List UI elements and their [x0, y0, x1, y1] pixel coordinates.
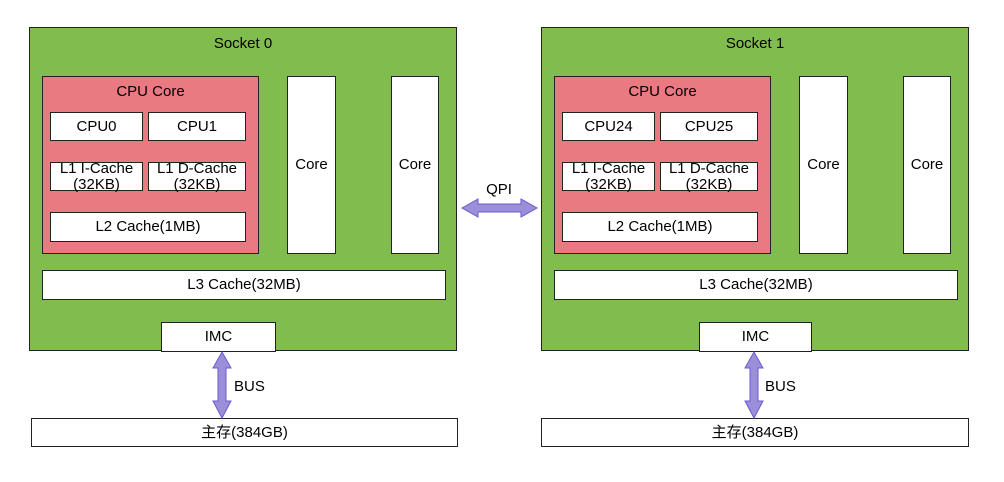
socket-0-main-memory: 主存(384GB) [31, 418, 458, 447]
socket-1-main-memory: 主存(384GB) [541, 418, 969, 447]
qpi-double-arrow-icon [460, 198, 539, 218]
socket-1-imc: IMC [699, 322, 812, 352]
socket-0-title: Socket 0 [213, 35, 273, 52]
socket-1-bus-label: BUS [765, 378, 796, 395]
socket-1-cpu-b: CPU25 [660, 112, 758, 141]
socket-0-cpu-core-title: CPU Core [116, 83, 185, 100]
socket-0-l3-cache: L3 Cache(32MB) [42, 270, 446, 300]
socket-0-l2-cache: L2 Cache(1MB) [50, 212, 246, 242]
socket-1-core-2: Core [799, 76, 848, 254]
socket-1-l2-cache: L2 Cache(1MB) [562, 212, 758, 242]
socket-1-l1-icache: L1 I-Cache (32KB) [562, 160, 655, 192]
socket-1-cpu-a: CPU24 [562, 112, 655, 141]
socket-0-l1-icache: L1 I-Cache (32KB) [50, 160, 143, 192]
socket-1-core-3: Core [903, 76, 951, 254]
socket-1-bus-arrow-icon [744, 350, 764, 420]
socket-1-l3-cache: L3 Cache(32MB) [554, 270, 958, 300]
socket-0-cpu-b: CPU1 [148, 112, 246, 141]
qpi-label: QPI [486, 181, 512, 198]
socket-0-bus-arrow-icon [212, 350, 232, 420]
socket-1-cpu-core-title: CPU Core [628, 83, 697, 100]
socket-0-imc: IMC [161, 322, 276, 352]
socket-1-l1-dcache: L1 D-Cache (32KB) [660, 160, 758, 192]
socket-0-core-3: Core [391, 76, 439, 254]
socket-0-core-2: Core [287, 76, 336, 254]
socket-0-cpu-a: CPU0 [50, 112, 143, 141]
socket-0-l1-dcache: L1 D-Cache (32KB) [148, 160, 246, 192]
socket-0-bus-label: BUS [234, 378, 265, 395]
socket-1-title: Socket 1 [725, 35, 785, 52]
